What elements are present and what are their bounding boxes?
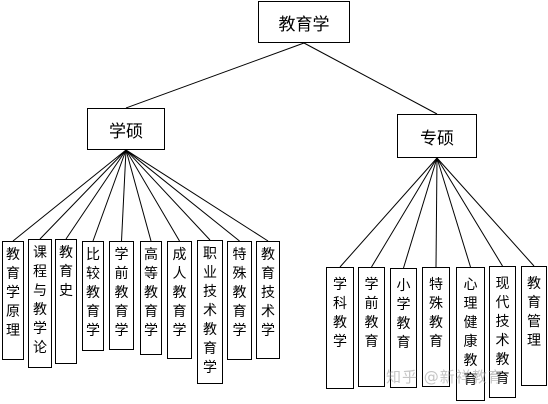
branch-to-leaf-edge xyxy=(125,149,211,241)
leaf-node: 成人教育学 xyxy=(167,241,192,359)
leaf-node: 高等教育学 xyxy=(140,241,162,355)
root-to-branch-edge xyxy=(125,42,305,109)
leaf-node: 比较教育学 xyxy=(82,241,104,351)
branch-to-leaf-edge xyxy=(436,157,503,267)
branch-to-leaf-edge xyxy=(92,149,127,242)
leaf-node: 心理健康教育 xyxy=(456,267,485,401)
leaf-node: 教育学原理 xyxy=(2,241,24,360)
leaf-node: 小学教育 xyxy=(390,268,417,388)
root-node: 教育学 xyxy=(258,1,350,43)
branch-to-leaf-edge xyxy=(125,149,152,242)
branch-to-leaf-edge xyxy=(339,157,438,268)
root-to-branch-edge xyxy=(303,42,438,115)
branch-to-leaf-edge xyxy=(12,149,127,242)
branch-to-leaf-edge xyxy=(436,157,535,267)
leaf-node: 教育技术学 xyxy=(256,241,280,359)
branch-to-leaf-edge xyxy=(65,149,127,240)
branch-to-leaf-edge xyxy=(436,157,471,268)
branch-to-leaf-edge xyxy=(371,157,438,268)
leaf-node: 教育管理 xyxy=(521,266,547,386)
branch-to-leaf-edge xyxy=(125,149,180,242)
leaf-node: 特殊教育 xyxy=(422,267,450,387)
leaf-node: 教育史 xyxy=(55,239,77,364)
branch-to-leaf-edge xyxy=(403,157,438,269)
watermark-text: 知乎 @新祥教育 xyxy=(386,368,504,386)
branch-to-leaf-edge xyxy=(121,149,127,242)
leaf-node: 学科教学 xyxy=(326,267,354,389)
leaf-node: 特殊教育学 xyxy=(227,241,252,360)
leaf-node: 职业技术教育学 xyxy=(197,240,223,384)
leaf-node: 学前教育 xyxy=(358,267,385,387)
branch-node-xueshuo: 学硕 xyxy=(87,108,165,150)
leaf-node: 学前教育学 xyxy=(109,241,134,350)
leaf-node: 现代技术教育 xyxy=(489,266,516,398)
leaf-node: 课程与教学论 xyxy=(28,239,52,368)
branch-to-leaf-edge xyxy=(125,149,269,242)
branch-to-leaf-edge xyxy=(125,149,240,242)
branch-to-leaf-edge xyxy=(435,157,438,268)
branch-node-zhuanshuo: 专硕 xyxy=(397,114,477,158)
branch-to-leaf-edge xyxy=(39,149,127,240)
